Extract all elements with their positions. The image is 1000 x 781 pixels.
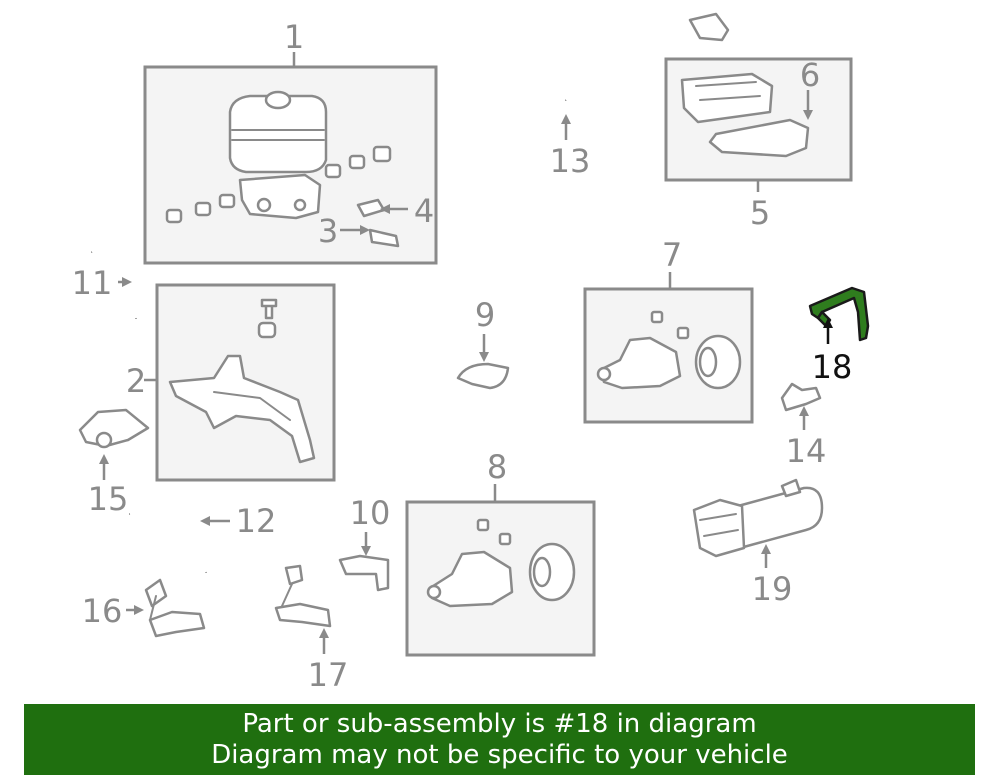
part-group-8-booster	[405, 484, 596, 657]
callout-9: 9	[475, 296, 495, 334]
callout-2: 2	[126, 362, 146, 400]
banner-line-1: Part or sub-assembly is #18 in diagram	[242, 709, 757, 739]
callout-3: 3	[318, 212, 338, 250]
part-18-bracket-highlighted	[808, 286, 870, 344]
callout-19: 19	[752, 570, 793, 608]
callout-12: 12	[236, 502, 277, 540]
part-group-5-actuator	[664, 57, 853, 192]
part-group-1-master-cylinder	[143, 52, 438, 265]
part-group-7-booster	[583, 272, 754, 424]
callout-8: 8	[487, 448, 507, 486]
callout-15: 15	[88, 480, 129, 518]
part-9-clip	[456, 334, 510, 390]
callout-1: 1	[284, 18, 304, 56]
info-banner: Part or sub-assembly is #18 in diagram D…	[24, 704, 975, 775]
callout-16: 16	[82, 592, 123, 630]
callout-4: 4	[414, 192, 434, 230]
callout-10: 10	[350, 494, 391, 532]
callout-7: 7	[662, 236, 682, 274]
part-17-link	[274, 564, 332, 654]
part-16-link	[126, 578, 206, 638]
part-14-bracket	[780, 382, 822, 430]
part-10-bracket	[338, 532, 390, 592]
callout-14: 14	[786, 432, 827, 470]
callout-17: 17	[308, 656, 349, 694]
part-13-hose	[561, 12, 730, 140]
part-15-sensor	[78, 408, 150, 480]
callout-18-highlighted: 18	[812, 348, 853, 386]
callout-11: 11	[72, 264, 113, 302]
callout-13: 13	[550, 142, 591, 180]
part-11-hose	[91, 245, 138, 319]
part-group-2-bracket	[144, 283, 336, 482]
callout-6: 6	[800, 56, 820, 94]
part-12-hose	[129, 507, 230, 573]
part-19-accumulator	[692, 478, 824, 568]
banner-line-2: Diagram may not be specific to your vehi…	[211, 740, 788, 770]
callout-5: 5	[750, 194, 770, 232]
